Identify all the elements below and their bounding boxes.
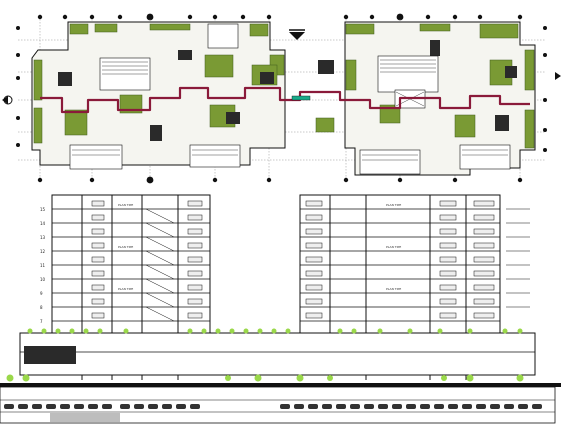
floor-lines (52, 208, 500, 322)
room-tag: PLAN TIPE (386, 203, 401, 207)
building-section: PLAN TIPE PLAN TIPE PLAN TIPE PLAN TIPE … (0, 194, 561, 424)
room-tag: PLAN TIPE (118, 203, 133, 207)
room-tag: PLAN TIPE (118, 245, 133, 249)
stair-flights (145, 208, 175, 322)
grid-markers-left (2, 26, 20, 147)
service-cores (69, 23, 511, 175)
basement-gray-fill (50, 413, 120, 422)
floor-label: 8 (40, 305, 43, 310)
triangle-down-icon (289, 29, 305, 40)
stair-hatching (72, 59, 508, 161)
grid-markers-top (37, 13, 523, 21)
podium-dark-block (24, 346, 76, 364)
room-tag: PLAN TIPE (118, 287, 133, 291)
room-tag: PLAN TIPE (386, 245, 401, 249)
podium (19, 332, 536, 376)
grid-markers-right (543, 26, 561, 152)
parking-cars (4, 404, 542, 409)
floor-label: 10 (40, 277, 46, 282)
floor-label: 14 (40, 221, 46, 226)
floor-label: 15 (40, 207, 46, 212)
corridor-path (40, 86, 530, 114)
accent-element (291, 95, 311, 101)
ground-slab (0, 383, 561, 387)
room-tag: PLAN TIPE (386, 287, 401, 291)
roof-garden-trees (6, 328, 524, 382)
floor-label: 13 (40, 235, 46, 240)
grid-markers-bottom (37, 176, 523, 184)
floor-label: 9 (40, 291, 43, 296)
floor-plan (2, 13, 561, 184)
floor-label: 11 (40, 263, 46, 268)
plan-outline-left (31, 21, 286, 166)
window-units (91, 200, 495, 319)
floor-label: 12 (40, 249, 46, 254)
level-markers-right (506, 208, 530, 308)
floor-level-labels: 15 14 13 12 11 10 9 8 7 (40, 207, 46, 324)
floor-label: 7 (40, 319, 43, 324)
unit-cores (58, 40, 517, 141)
